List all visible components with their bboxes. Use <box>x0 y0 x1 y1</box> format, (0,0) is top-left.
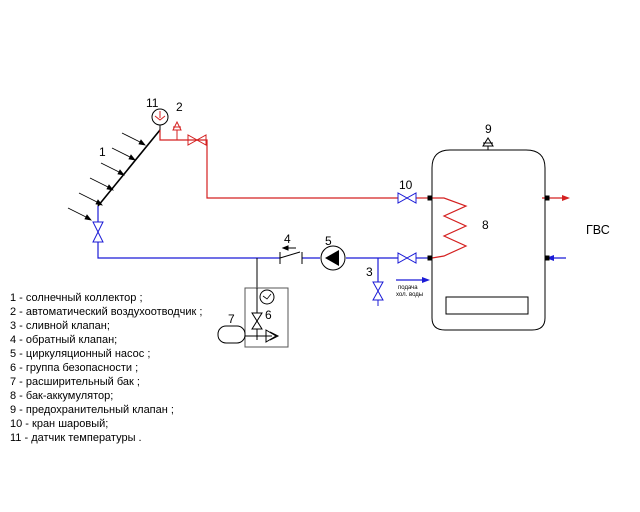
label-5: 5 <box>325 234 332 248</box>
label-9: 9 <box>485 122 492 136</box>
cold-return-arrow <box>546 255 554 261</box>
return-line <box>97 206 566 282</box>
legend-item: 5 - циркуляционный насос ; <box>10 348 150 360</box>
hot-water-out-arrow <box>562 195 570 201</box>
label-1: 1 <box>99 145 106 159</box>
safety-valve <box>482 137 494 150</box>
label-cold-water-1: подача <box>398 285 418 291</box>
legend-item: 1 - солнечный коллектор ; <box>10 292 143 304</box>
label-7: 7 <box>228 312 235 326</box>
circulation-pump <box>320 245 346 271</box>
expansion-tank <box>217 325 246 344</box>
solar-collector <box>67 129 161 221</box>
check-valve <box>279 245 303 264</box>
label-6: 6 <box>265 308 272 322</box>
legend-item: 2 - автоматический воздухоотводчик ; <box>10 306 202 318</box>
sun-ray-arrows <box>67 132 146 221</box>
label-8: 8 <box>482 218 489 232</box>
legend-item: 4 - обратный клапан; <box>10 334 117 346</box>
legend-item: 9 - предохранительный клапан ; <box>10 404 174 416</box>
collector-ball-valve <box>92 221 104 243</box>
temperature-sensor <box>151 108 169 130</box>
label-cold-water-2: хол. воды <box>396 292 423 298</box>
legend-item: 6 - группа безопасности ; <box>10 362 138 374</box>
legend-item: 8 - бак-аккумулятор; <box>10 390 113 402</box>
label-10: 10 <box>399 178 413 192</box>
legend-item: 10 - кран шаровый; <box>10 418 108 430</box>
label-11: 11 <box>146 96 159 110</box>
air-vent <box>172 120 182 140</box>
label-4: 4 <box>284 232 291 246</box>
ball-valve-inlet <box>397 252 417 264</box>
legend-item: 3 - сливной клапан; <box>10 320 110 332</box>
cold-supply-arrow <box>422 277 430 283</box>
hot-ball-valve-upper <box>187 134 207 146</box>
storage-tank <box>427 149 550 331</box>
legend: 1 - солнечный коллектор ; 2 - автоматиче… <box>10 292 202 444</box>
ball-valve-10 <box>397 192 417 204</box>
drain-valve <box>372 281 384 306</box>
label-2: 2 <box>176 100 183 114</box>
label-3: 3 <box>366 265 373 279</box>
hot-supply-line <box>159 130 564 259</box>
label-gvs: ГВС <box>586 223 610 237</box>
legend-item: 7 - расширительный бак ; <box>10 376 140 388</box>
safety-group <box>244 258 289 348</box>
legend-item: 11 - датчик температуры . <box>10 432 142 444</box>
